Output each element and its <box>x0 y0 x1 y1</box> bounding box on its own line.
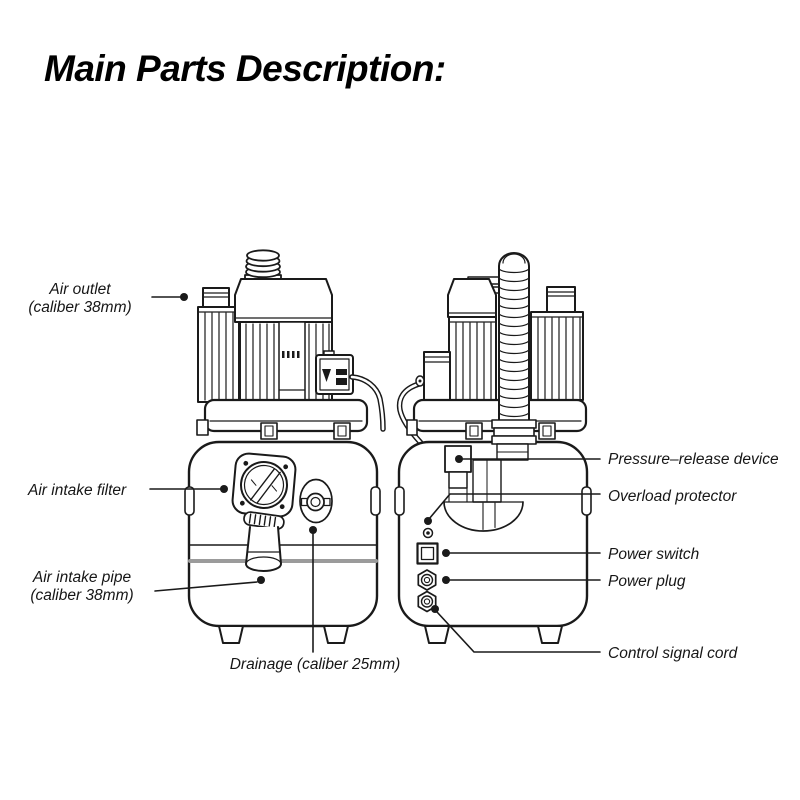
label-air-intake-pipe-line1: Air intake pipe <box>32 569 132 586</box>
internal-port-assembly <box>443 443 529 532</box>
page-title: Main Parts Description: <box>44 48 446 89</box>
power-switch-part[interactable] <box>416 542 439 565</box>
label-air-intake-pipe: Air intake pipe (caliber 38mm) <box>16 569 148 604</box>
leader-power-plug <box>442 576 601 584</box>
label-overload-protector: Overload protector <box>608 488 737 505</box>
tank-latch-left <box>184 486 195 516</box>
terminal-box <box>315 350 354 395</box>
tank-latch-left <box>394 486 405 516</box>
foot <box>218 625 244 644</box>
label-air-outlet: Air outlet (caliber 38mm) <box>14 281 146 316</box>
muffler-tower <box>197 306 240 403</box>
power-cord-front <box>349 374 386 432</box>
terminal-box-back <box>423 351 451 401</box>
tank-latch-right <box>581 486 592 516</box>
leader-overload-protector <box>424 493 601 525</box>
machine-front-view <box>184 249 386 644</box>
power-plug-part[interactable] <box>417 569 437 591</box>
air-intake-pipe-part <box>245 526 282 572</box>
base-platform-front <box>196 398 369 440</box>
leader-lines <box>149 293 601 653</box>
control-signal-connector[interactable] <box>417 590 437 613</box>
drainage-port <box>299 478 333 524</box>
label-control-signal-cord: Control signal cord <box>608 645 738 662</box>
label-pressure-release-device: Pressure–release device <box>608 451 779 468</box>
leader-air-intake-filter <box>149 485 228 493</box>
tank-latch-right <box>370 486 381 516</box>
label-drainage: Drainage (caliber 25mm) <box>229 656 401 673</box>
machine-back-view <box>394 252 592 644</box>
leader-control-signal-cord <box>431 605 601 653</box>
motor-back <box>447 278 497 401</box>
foot <box>323 625 349 644</box>
filter-clamp-ring <box>243 511 285 530</box>
label-air-intake-filter: Air intake filter <box>28 482 127 499</box>
foot <box>537 625 563 644</box>
label-air-outlet-line1: Air outlet <box>49 281 111 298</box>
muffler-tower-back <box>530 286 584 401</box>
leader-power-switch <box>442 549 601 557</box>
label-air-intake-pipe-line2: (caliber 38mm) <box>30 586 134 604</box>
label-power-switch: Power switch <box>608 546 700 563</box>
leader-air-outlet <box>151 293 188 301</box>
overload-protector-button[interactable] <box>422 527 434 539</box>
leader-air-intake-pipe <box>154 576 265 592</box>
label-power-plug: Power plug <box>608 573 686 590</box>
corrugated-hose <box>491 252 537 445</box>
leader-drainage <box>309 526 317 653</box>
foot <box>424 625 450 644</box>
label-air-outlet-line2: (caliber 38mm) <box>28 298 132 316</box>
motor-cap <box>234 278 333 323</box>
leader-pressure-release <box>455 455 601 463</box>
air-intake-filter-part <box>231 452 297 518</box>
